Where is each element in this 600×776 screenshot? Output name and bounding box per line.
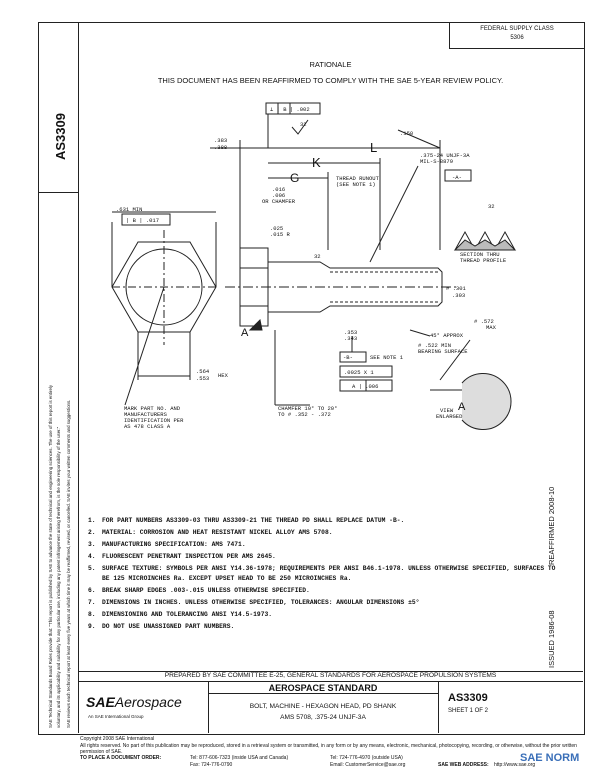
chamfer-bottom-2: TO # .352 - .372 [278, 411, 331, 418]
web-label: SAE WEB ADDRESS: [438, 762, 489, 768]
email: Email: CustomerService@sae.org [330, 762, 406, 768]
drawing-frame [38, 22, 585, 735]
datum-b: -B- [343, 354, 353, 361]
chamfer-2: .006 [272, 192, 285, 199]
fax: Fax: 724-776-0790 [190, 762, 233, 768]
thread-datum: -A- [452, 174, 462, 181]
hex-dim-3: HEX [218, 372, 229, 379]
part-marking-3: IDENTIFICATION PER [124, 417, 184, 424]
web: http://www.sae.org [494, 762, 536, 768]
note-item: 4.FLUORESCENT PENETRANT INSPECTION PER A… [88, 553, 276, 560]
note-item: 7.DIMENSIONS IN INCHES. UNLESS OTHERWISE… [88, 599, 420, 606]
order-label: TO PLACE A DOCUMENT ORDER: [80, 755, 162, 761]
title-block [78, 681, 583, 734]
fsc-value: 5306 [510, 35, 524, 41]
note-item: 8.DIMENSIONING AND TOLERANCING ANSI Y14.… [88, 611, 273, 618]
dim-383: .383 [214, 137, 227, 144]
standard-type: AEROSPACE STANDARD [268, 683, 378, 693]
bearing-2: BEARING SURFACE [418, 348, 468, 355]
fillet-2: .015 R [270, 231, 291, 238]
datum-box-2: A | .006 [352, 383, 378, 390]
title-cell [208, 681, 439, 733]
note-item: 2.MATERIAL: CORROSION AND HEAT RESISTANT… [88, 529, 333, 536]
dim-353: .353 [344, 329, 357, 336]
dim-343: .343 [344, 335, 357, 342]
thread-runout-2: (SEE NOTE 1) [336, 181, 376, 188]
view-a-2: ENLARGED [436, 413, 463, 420]
note-item: 3.MANUFACTURING SPECIFICATION: AMS 7471. [88, 541, 246, 548]
dim-G: G [290, 171, 299, 185]
dim-388: .388 [214, 144, 227, 151]
chamfer-1: .016 [272, 186, 285, 193]
prepared-by-rule [78, 671, 583, 672]
flatness-callout-box [265, 102, 321, 115]
dim-32-section: 32 [488, 203, 495, 210]
view-a-letter: A [458, 401, 466, 413]
title-line-2: AMS 5708, .375-24 UNJF-3A [280, 714, 366, 721]
notes-list: 1.FOR PART NUMBERS AS3309-03 THRU AS3309… [88, 516, 558, 634]
view-a-1: VIEW [440, 407, 454, 414]
federal-supply-class-box: FEDERAL SUPPLY CLASS 5306 [449, 22, 584, 49]
hex-callout-1: .631 MIN [116, 206, 142, 213]
flatness-callout: ⊥ | B | .002 [270, 106, 310, 113]
thread-runout-1: THREAD RUNOUT [336, 175, 380, 182]
copyright-block: Copyright 2008 SAE International All rig… [80, 736, 580, 756]
part-marking-4: AS 478 CLASS A [124, 423, 171, 430]
logo-cell [78, 681, 209, 733]
thread-callout-2: MIL-S-8879 [420, 158, 453, 165]
thread-callout-1: .375-24 UNJF-3A [420, 152, 470, 159]
rights: All rights reserved. No part of this pub… [80, 742, 577, 756]
dim-572-2: MAX [486, 324, 497, 331]
sae-logo: SAEAerospace [86, 694, 182, 710]
sheet-number: SHEET 1 OF 2 [448, 708, 488, 714]
fsc-label: FEDERAL SUPPLY CLASS [480, 26, 554, 32]
sidebar-doc-number-cell [38, 22, 78, 193]
dim-572-1: # .572 [474, 318, 494, 325]
chamfer-bottom-1: CHAMFER 10° TO 20° [278, 405, 337, 412]
note-item: 1.FOR PART NUMBERS AS3309-03 THRU AS3309… [88, 517, 405, 524]
title-line-1: BOLT, MACHINE - HEXAGON HEAD, PD SHANK [249, 703, 397, 710]
tel-intl: Tel: 724-776-4970 (outside USA) [330, 755, 403, 761]
fillet-1: .025 [270, 225, 283, 232]
dim-303: .303 [452, 292, 465, 299]
note-item: 6.BREAK SHARP EDGES .003-.015 UNLESS OTH… [88, 587, 310, 594]
dim-32-mid: 32 [314, 253, 321, 260]
logo-tagline: An SAE International Group [88, 714, 144, 719]
dim-32-top: 32 [300, 121, 307, 128]
hex-dim-1: .564 [196, 368, 210, 375]
dim-301: # .301 [446, 285, 467, 292]
left-margin-column [38, 22, 79, 733]
logo-aerospace: Aerospace [114, 694, 182, 710]
watermark: SAE NORM [520, 752, 580, 764]
hex-dim-2: .553 [196, 375, 209, 382]
logo-sae: SAE [86, 694, 115, 710]
rationale-heading: RATIONALE [309, 60, 352, 69]
datum-box-1: .0025 X 1 [344, 369, 374, 376]
rationale-text: THIS DOCUMENT HAS BEEN REAFFIRMED TO COM… [157, 76, 504, 85]
see-note-1: SEE NOTE 1 [370, 354, 404, 361]
copyright: Copyright 2008 SAE International [80, 736, 155, 742]
dim-L: L [370, 140, 377, 155]
title-divider [208, 693, 438, 694]
dim-150: .150 [400, 130, 413, 137]
part-marking-2: MANUFACTURERS [124, 411, 168, 418]
bearing-1: # .522 MIN [418, 342, 451, 349]
approx-45: 45° APPROX [430, 332, 464, 339]
section-label-2: THREAD PROFILE [460, 257, 507, 264]
section-a-letter: A [241, 327, 249, 339]
part-marking-1: MARK PART NO. AND [124, 405, 181, 412]
section-label-1: SECTION THRU [460, 251, 500, 258]
prepared-by: PREPARED BY SAE COMMITTEE E-25, GENERAL … [164, 672, 497, 679]
dim-K: K [312, 155, 321, 170]
chamfer-3: OR CHAMFER [262, 198, 296, 205]
hex-callout-2: | B | .017 [126, 217, 159, 224]
note-item: 5.SURFACE TEXTURE: SYMBOLS PER ANSI Y14.… [88, 565, 556, 582]
tel-us: Tel: 877-606-7323 (inside USA and Canada… [190, 755, 289, 761]
note-item: 9.DO NOT USE UNASSIGNED PART NUMBERS. [88, 623, 235, 630]
title-doc-number: AS3309 [448, 692, 488, 704]
technical-drawing: ⊥ | B | .002 32 .150 .383 .388 .375-24 U… [111, 102, 517, 430]
